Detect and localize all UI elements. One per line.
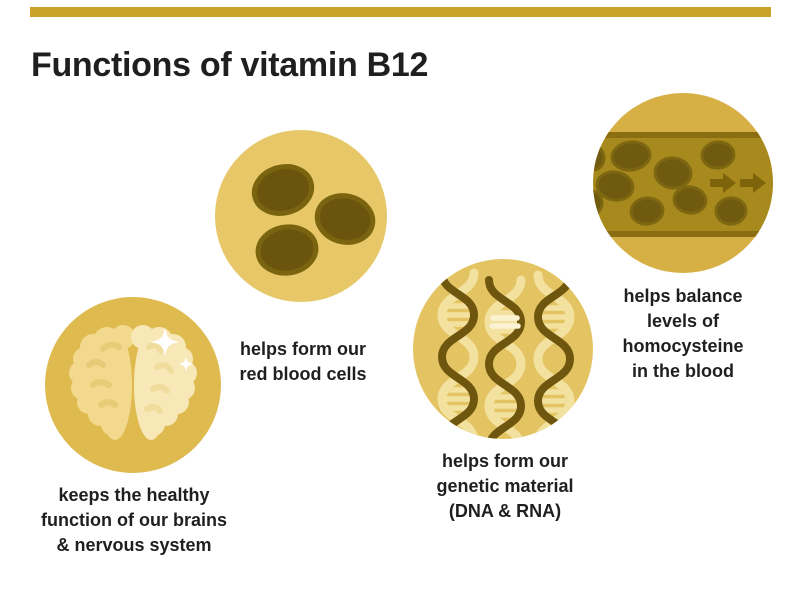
brain-folds	[86, 341, 174, 414]
flow-arrow-icon	[710, 173, 766, 193]
caption-line: (DNA & RNA)	[448, 501, 562, 521]
caption-line: keeps the healthy	[58, 485, 210, 505]
caption-line: function of our brains	[41, 510, 227, 530]
caption-red-blood-cells: helps form our red blood cells	[203, 337, 403, 387]
dna-icon	[413, 259, 593, 439]
caption-line: genetic material	[436, 476, 574, 496]
caption-line: in the blood	[632, 361, 734, 381]
blood-vessel-icon	[593, 140, 766, 226]
dna-circle	[413, 259, 593, 439]
red-blood-cells-icon	[251, 164, 376, 276]
red-blood-cells-circle	[215, 130, 387, 302]
brain-icon	[69, 325, 197, 440]
caption-line: levels of	[646, 311, 720, 331]
caption-genetic-material: helps form our genetic material (DNA & R…	[405, 449, 605, 524]
blood-vessel-circle	[593, 93, 773, 273]
brain-circle	[45, 297, 221, 473]
caption-homocysteine: helps balance levels of homocysteine in …	[583, 284, 783, 384]
caption-brain-nervous-system: keeps the healthy function of our brains…	[19, 483, 249, 558]
top-accent-bar	[30, 7, 771, 17]
caption-line: homocysteine	[622, 336, 744, 356]
caption-line: helps form our	[441, 451, 568, 471]
caption-line: & nervous system	[56, 535, 212, 555]
caption-line: red blood cells	[239, 364, 367, 384]
brain-left-hemisphere	[69, 325, 135, 440]
caption-line: helps form our	[239, 339, 366, 359]
caption-line: helps balance	[623, 286, 743, 306]
page-title: Functions of vitamin B12	[31, 46, 429, 84]
